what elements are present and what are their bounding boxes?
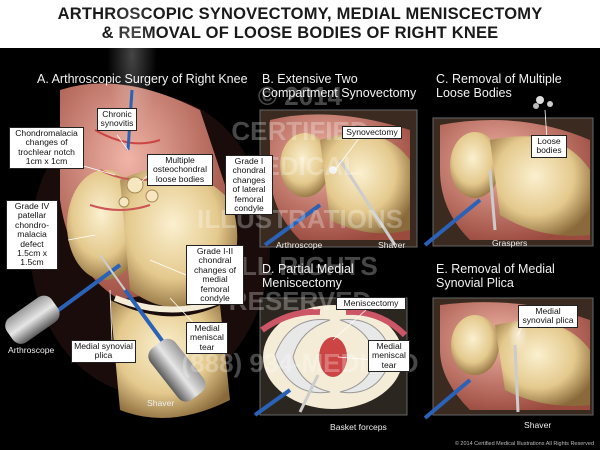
panel-e-title: E. Removal of Medial Synovial Plica <box>436 262 555 290</box>
label-shaver-e: Shaver <box>524 420 552 430</box>
label-grade-i-ii: Grade I-II chondral changes of medial fe… <box>186 245 244 306</box>
panel-e-knee <box>423 302 590 420</box>
label-loose-bodies: Multiple osteochondral loose bodies <box>147 154 213 187</box>
label-medial-meniscal-tear-d: Medial meniscal tear <box>368 340 410 373</box>
panel-a-title: A. Arthroscopic Surgery of Right Knee <box>37 72 248 86</box>
label-medial-meniscal-tear-a: Medial meniscal tear <box>186 322 228 355</box>
label-meniscectomy: Meniscectomy <box>336 297 406 311</box>
panel-c-extracted-loose-bodies <box>533 96 553 109</box>
label-arthroscope-a: Arthroscope <box>8 345 55 355</box>
label-grade-iv: Grade IV patellar chondro-malacia defect… <box>6 200 58 270</box>
panel-b-title: B. Extensive Two Compartment Synovectomy <box>262 72 417 100</box>
title-bar: ARTHROSCOPIC SYNOVECTOMY, MEDIAL MENISCE… <box>0 0 600 48</box>
label-medial-synovial-plica-e: Medial synovial plica <box>518 305 578 328</box>
label-graspers: Graspers <box>492 238 528 248</box>
label-basket-forceps: Basket forceps <box>330 422 387 432</box>
panel-a-arthroscope <box>5 263 122 344</box>
title-line-1: ARTHROSCOPIC SYNOVECTOMY, MEDIAL MENISCE… <box>57 5 543 23</box>
label-chondromalacia-notch: Chondromalacia changes of trochlear notc… <box>9 127 84 169</box>
footer-copyright: © 2014 Certified Medical Illustrations A… <box>454 441 594 447</box>
label-loose-bodies-c: Loose bodies <box>531 135 567 158</box>
panel-b-knee <box>263 114 410 247</box>
label-medial-synovial-plica-a: Medial synovial plica <box>71 340 136 363</box>
panel-d-meniscus <box>253 305 408 417</box>
panel-c-title: C. Removal of Multiple Loose Bodies <box>436 72 562 100</box>
label-shaver-a: Shaver <box>147 398 175 408</box>
panel-d-title: D. Partial Medial Meniscectomy <box>262 262 354 290</box>
label-synovectomy: Synovectomy <box>342 126 402 140</box>
label-chronic-synovitis: Chronic synovitis <box>97 108 137 131</box>
panel-a-shaver <box>99 254 206 402</box>
label-shaver-b: Shaver <box>378 240 406 250</box>
label-grade-i: Grade I chondral changes of lateral femo… <box>225 155 273 216</box>
label-arthroscope-b: Arthroscope <box>276 240 323 250</box>
title-line-2: & REMOVAL OF LOOSE BODIES OF RIGHT KNEE <box>101 24 499 42</box>
